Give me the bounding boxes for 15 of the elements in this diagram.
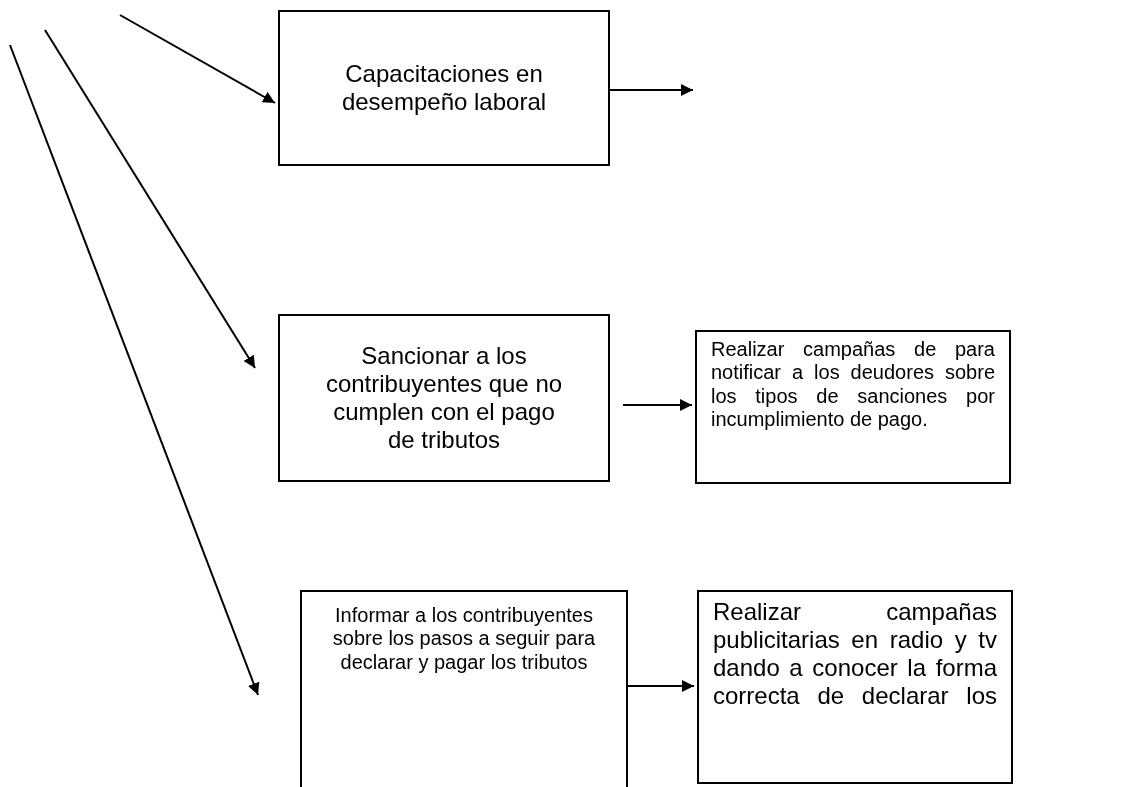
arrow <box>9 44 260 696</box>
box-text: Capacitaciones en desempeño laboral <box>340 59 548 117</box>
process-box <box>278 10 610 166</box>
process-box <box>695 330 1011 484</box>
arrow <box>44 29 256 369</box>
box-text: Realizar campañas de para notificar a los deudores sobre los tipos de sanciones por incumplimiento de pago. <box>711 338 995 432</box>
process-box <box>300 590 628 787</box>
arrow <box>119 14 276 104</box>
arrow <box>622 399 693 411</box>
box-text: Sancionar a los contribuyentes que no cumplen con el pago de tributos <box>324 341 564 455</box>
process-box <box>278 314 610 482</box>
process-box <box>697 590 1013 784</box>
box-text: Informar a los contribuyentes sobre los pasos a seguir para declarar y pagar los tributos <box>332 604 596 675</box>
box-text: Realizar campañas publicitarias en radio y tv dando a conocer la forma correcta de declarar los <box>713 598 997 711</box>
arrow <box>609 84 694 96</box>
